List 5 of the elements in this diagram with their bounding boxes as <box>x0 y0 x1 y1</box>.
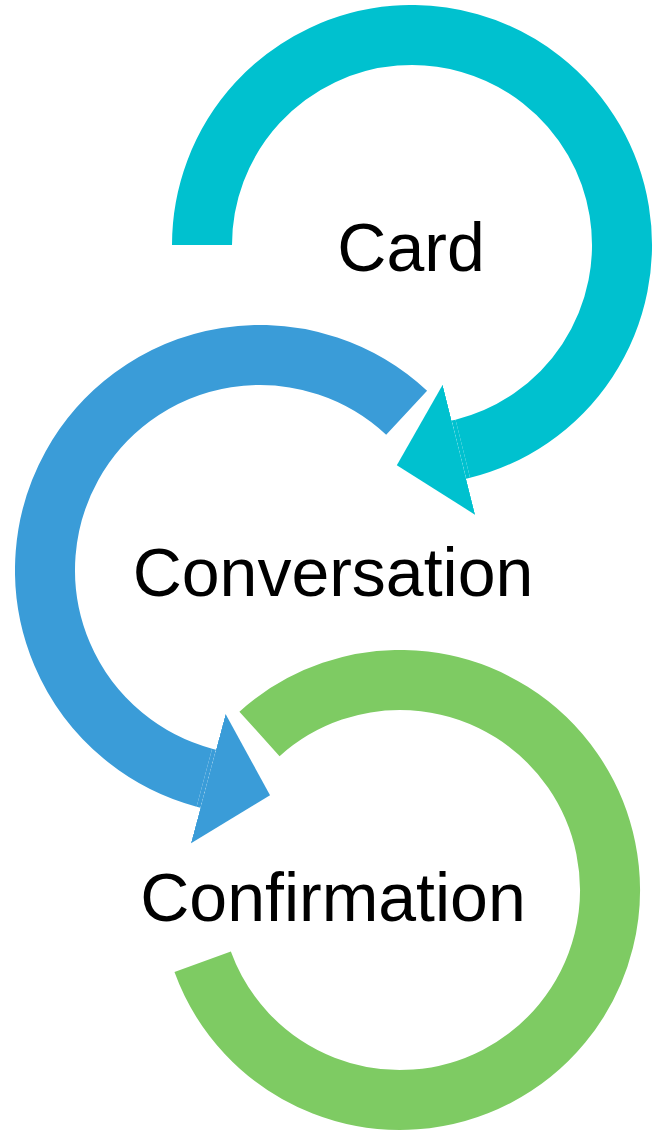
arrow <box>396 384 476 515</box>
ring-label: Card <box>337 208 485 287</box>
ring-label: Confirmation <box>140 858 526 937</box>
ring-label: Conversation <box>132 533 534 612</box>
arrow <box>190 714 271 844</box>
